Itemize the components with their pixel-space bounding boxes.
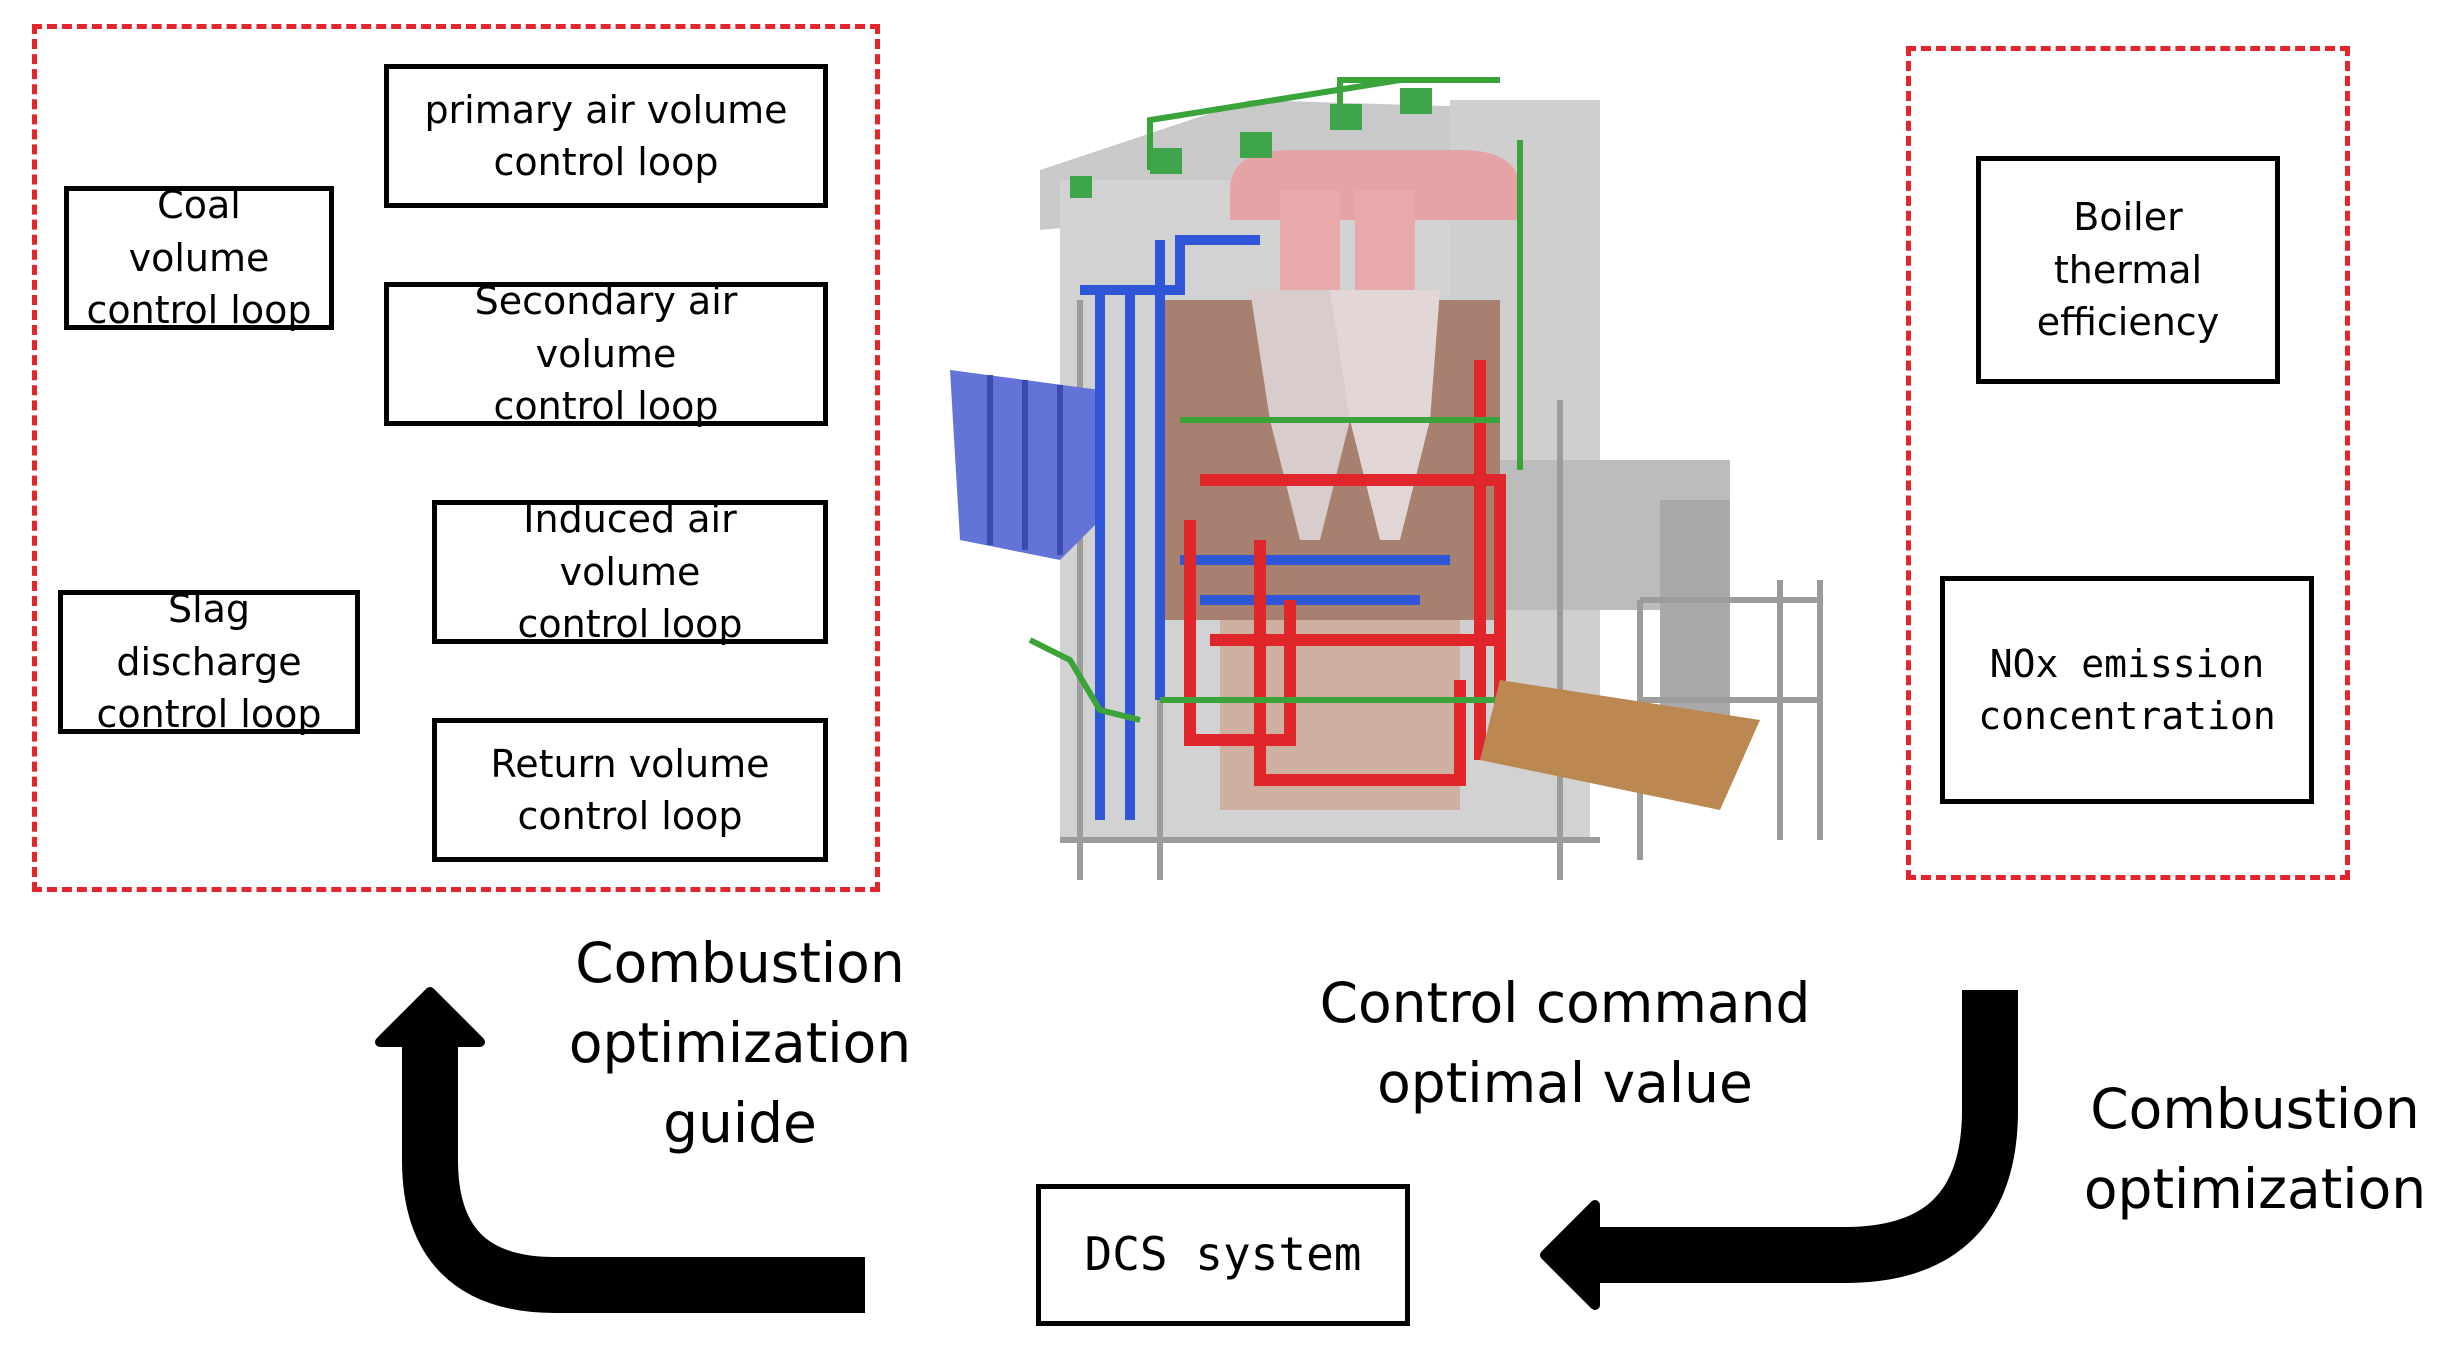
boiler-thermal-efficiency-box: Boiler thermal efficiency [1976,156,2280,384]
arrow-dcs-to-control-loops [402,1040,865,1313]
arrow-head-left [1545,1205,1595,1305]
primary-air-loop-box: primary air volume control loop [384,64,828,208]
control-loops-group-frame [32,24,880,892]
combustion-optimization-guide-label: Combustion optimization guide [568,931,912,1155]
control-command-optimal-value-label: Control command optimal value [1319,971,1811,1115]
arrow-indicators-to-dcs [1595,990,2018,1283]
coal-volume-loop-box: Coal volume control loop [64,183,334,332]
induced-air-loop-box: Induced air volume control loop [432,497,828,646]
combustion-optimization-label: Combustion optimization [2083,1077,2427,1221]
return-volume-loop-box: Return volume control loop [432,718,828,862]
secondary-air-loop-box: Secondary air volume control loop [384,279,828,428]
nox-emission-concentration-box: NOx emission concentration [1940,576,2314,804]
performance-indicators-group-frame [1906,46,2350,880]
arrow-head-up [380,992,480,1042]
slag-discharge-loop-box: Slag discharge control loop [58,587,360,736]
boiler-illustration [950,77,1823,880]
dcs-system-box: DCS system [1036,1184,1410,1326]
